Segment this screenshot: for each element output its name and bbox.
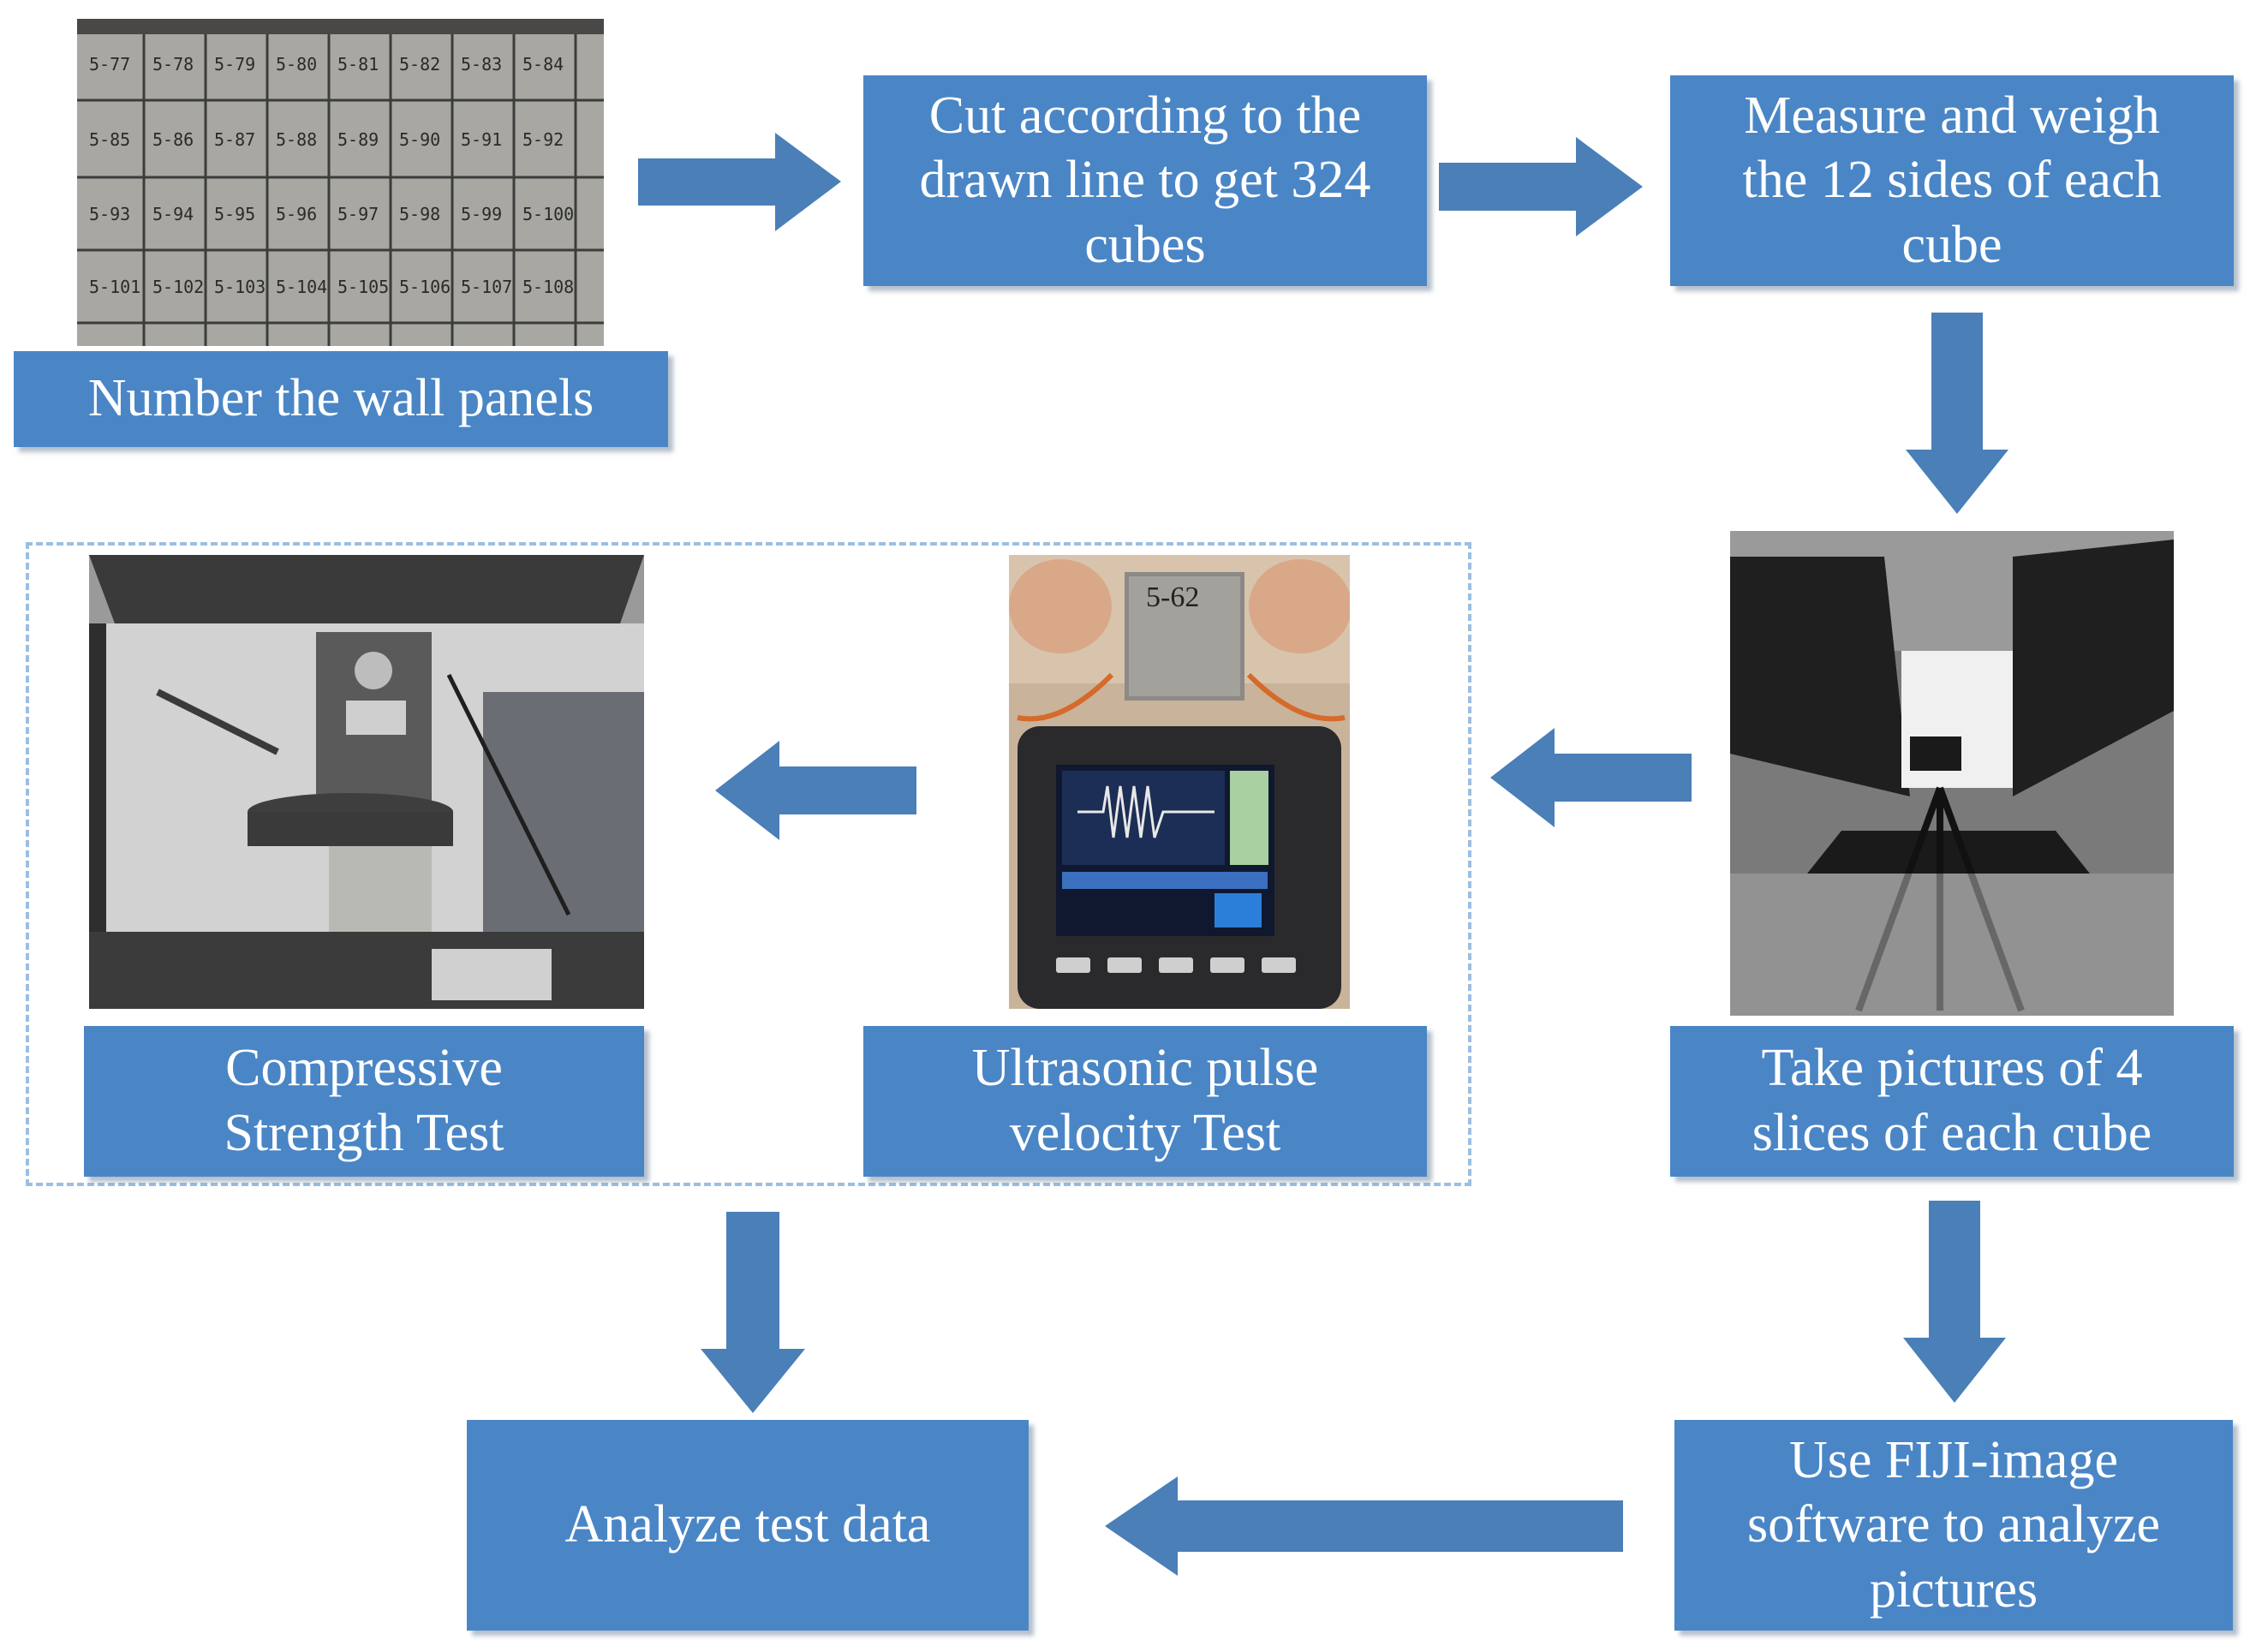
arrow-down-2 bbox=[1903, 1201, 2006, 1403]
panel-number-label: 5-108 bbox=[522, 277, 574, 297]
panel-number-label: 5-106 bbox=[399, 277, 451, 297]
panel-number-label: 5-85 bbox=[89, 129, 130, 150]
compressive-test-photo bbox=[89, 555, 644, 1009]
arrow-left-3 bbox=[1105, 1476, 1623, 1576]
step-upv-test: Ultrasonic pulse velocity Test bbox=[863, 1026, 1427, 1177]
panel-number-label: 5-96 bbox=[276, 204, 317, 224]
panel-number-label: 5-87 bbox=[214, 129, 255, 150]
panel-number-label: 5-83 bbox=[461, 54, 502, 75]
camera-setup-photo bbox=[1730, 531, 2174, 1016]
panel-number-label: 5-104 bbox=[276, 277, 327, 297]
wall-panels-photo: 5-77 5-78 5-79 5-80 5-81 5-82 5-83 5-84 5-85 5-86… bbox=[77, 19, 604, 346]
panel-number-label: 5-88 bbox=[276, 129, 317, 150]
test-group-frame bbox=[26, 542, 1471, 1186]
panel-number-label: 5-107 bbox=[461, 277, 512, 297]
arrow-right-1 bbox=[638, 133, 841, 231]
arrow-left-2 bbox=[715, 741, 916, 840]
panel-number-label: 5-84 bbox=[522, 54, 564, 75]
arrow-right-2 bbox=[1439, 137, 1643, 236]
panel-number-label: 5-80 bbox=[276, 54, 317, 75]
panel-number-label: 5-102 bbox=[152, 277, 204, 297]
panel-number-label: 5-89 bbox=[337, 129, 379, 150]
panel-number-label: 5-86 bbox=[152, 129, 194, 150]
panel-number-label: 5-82 bbox=[399, 54, 440, 75]
step-compressive-test: Compressive Strength Test bbox=[84, 1026, 644, 1177]
panel-number-label: 5-77 bbox=[89, 54, 130, 75]
panel-number-label: 5-99 bbox=[461, 204, 502, 224]
step-fiji-analysis: Use FIJI-image software to analyze pictu… bbox=[1674, 1420, 2233, 1631]
step-number-panels: Number the wall panels bbox=[14, 351, 668, 447]
panel-number-label: 5-101 bbox=[89, 277, 140, 297]
step-cut-cubes: Cut according to the drawn line to get 3… bbox=[863, 75, 1427, 286]
arrow-down-3 bbox=[701, 1212, 805, 1413]
panel-number-label: 5-92 bbox=[522, 129, 564, 150]
panel-number-label: 5-100 bbox=[522, 204, 574, 224]
ultrasonic-test-photo: 5-62 bbox=[1009, 555, 1350, 1009]
cube-label: 5-62 bbox=[1146, 581, 1199, 613]
panel-number-label: 5-79 bbox=[214, 54, 255, 75]
arrow-left-1 bbox=[1490, 728, 1692, 827]
step-analyze-data: Analyze test data bbox=[467, 1420, 1029, 1631]
panel-number-label: 5-97 bbox=[337, 204, 379, 224]
panel-number-label: 5-94 bbox=[152, 204, 194, 224]
panel-number-label: 5-98 bbox=[399, 204, 440, 224]
step-measure-weigh: Measure and weigh the 12 sides of each c… bbox=[1670, 75, 2234, 286]
panel-number-label: 5-78 bbox=[152, 54, 194, 75]
panel-number-label: 5-90 bbox=[399, 129, 440, 150]
arrow-down-1 bbox=[1906, 313, 2008, 514]
panel-number-label: 5-93 bbox=[89, 204, 130, 224]
panel-number-label: 5-95 bbox=[214, 204, 255, 224]
step-take-pictures: Take pictures of 4 slices of each cube bbox=[1670, 1026, 2234, 1177]
panel-number-label: 5-103 bbox=[214, 277, 266, 297]
panel-number-label: 5-91 bbox=[461, 129, 502, 150]
panel-number-label: 5-105 bbox=[337, 277, 389, 297]
panel-number-label: 5-81 bbox=[337, 54, 379, 75]
